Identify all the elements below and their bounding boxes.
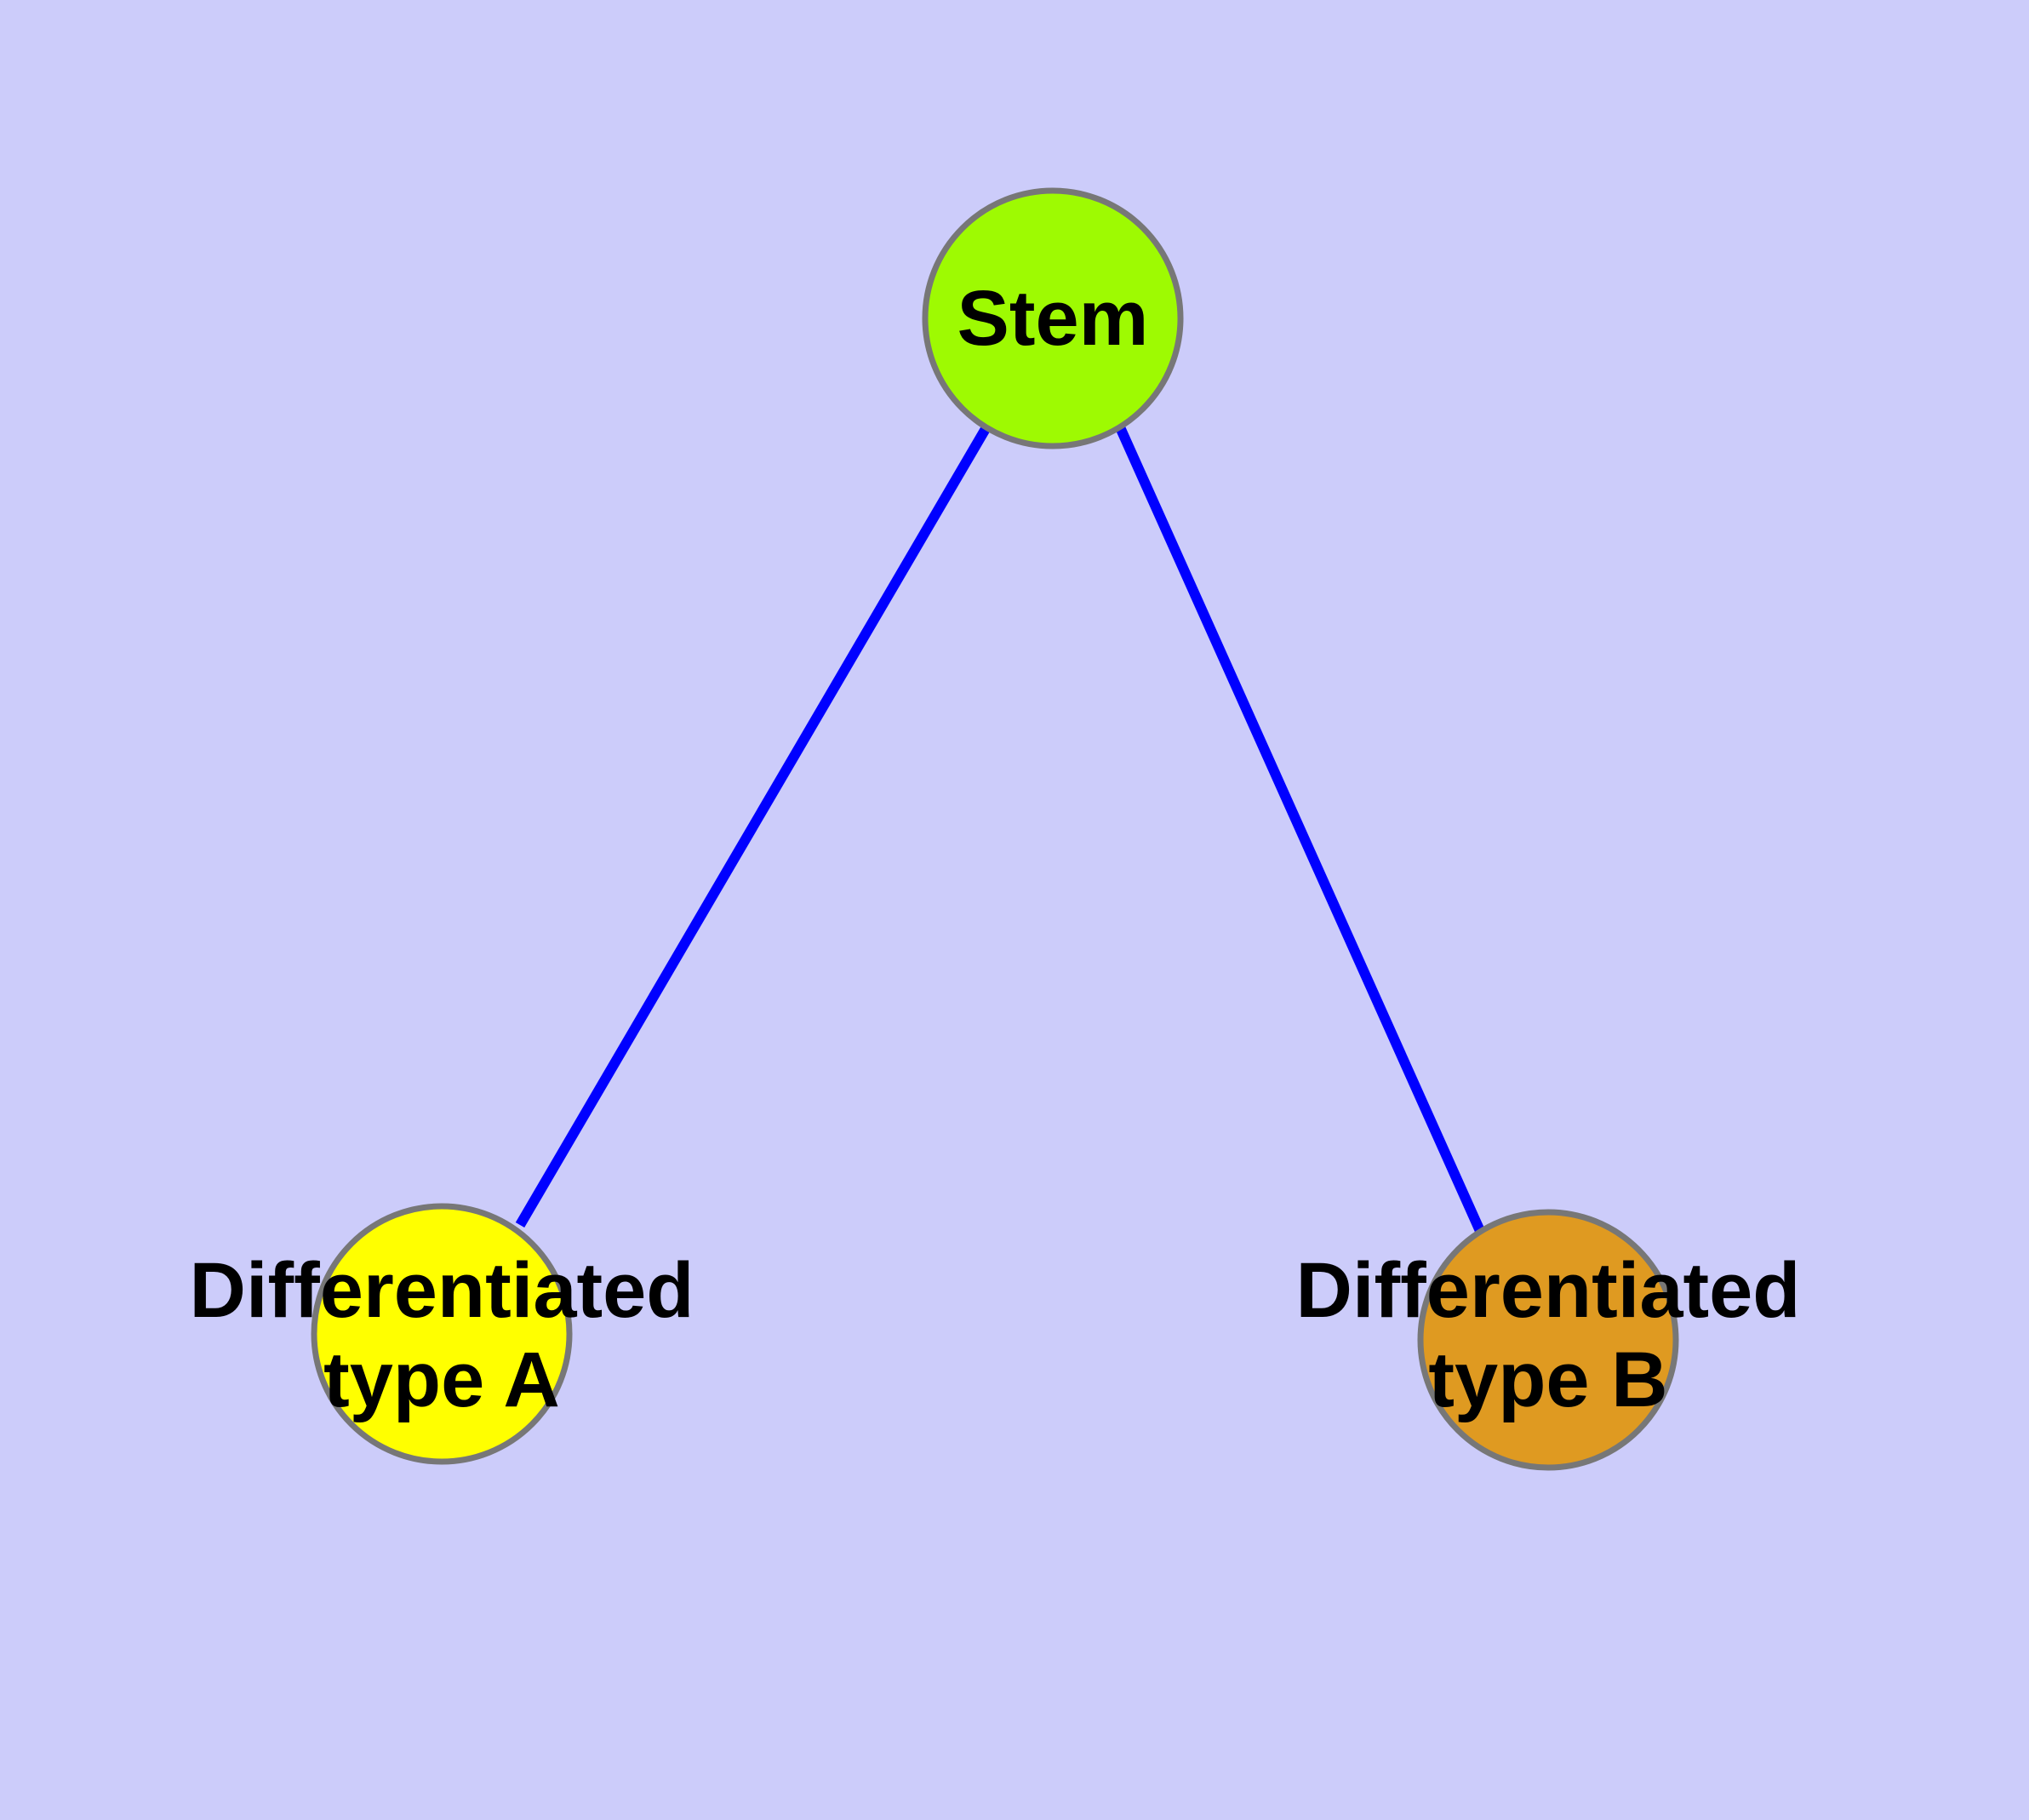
nodes-layer <box>311 187 1679 1471</box>
edges-layer <box>515 424 1485 1233</box>
node-differentiated-type-a-label-line1: Differentiated <box>190 1247 694 1334</box>
node-differentiated-type-b-label-line2: type B <box>1428 1336 1667 1423</box>
node-differentiated-type-a[interactable] <box>311 1203 573 1465</box>
edge-stem-to-differentiated-type-b[interactable] <box>1115 425 1485 1233</box>
edge-stem-to-differentiated-type-a[interactable] <box>515 424 992 1228</box>
labels-layer: Stem Differentiated type A Differentiate… <box>190 275 1801 1423</box>
node-differentiated-type-b[interactable] <box>1417 1209 1679 1471</box>
node-differentiated-type-b-label-line1: Differentiated <box>1296 1247 1801 1334</box>
node-stem-label-line1: Stem <box>957 275 1149 362</box>
node-stem[interactable] <box>922 187 1184 449</box>
node-differentiated-type-a-label-line2: type A <box>323 1336 560 1423</box>
